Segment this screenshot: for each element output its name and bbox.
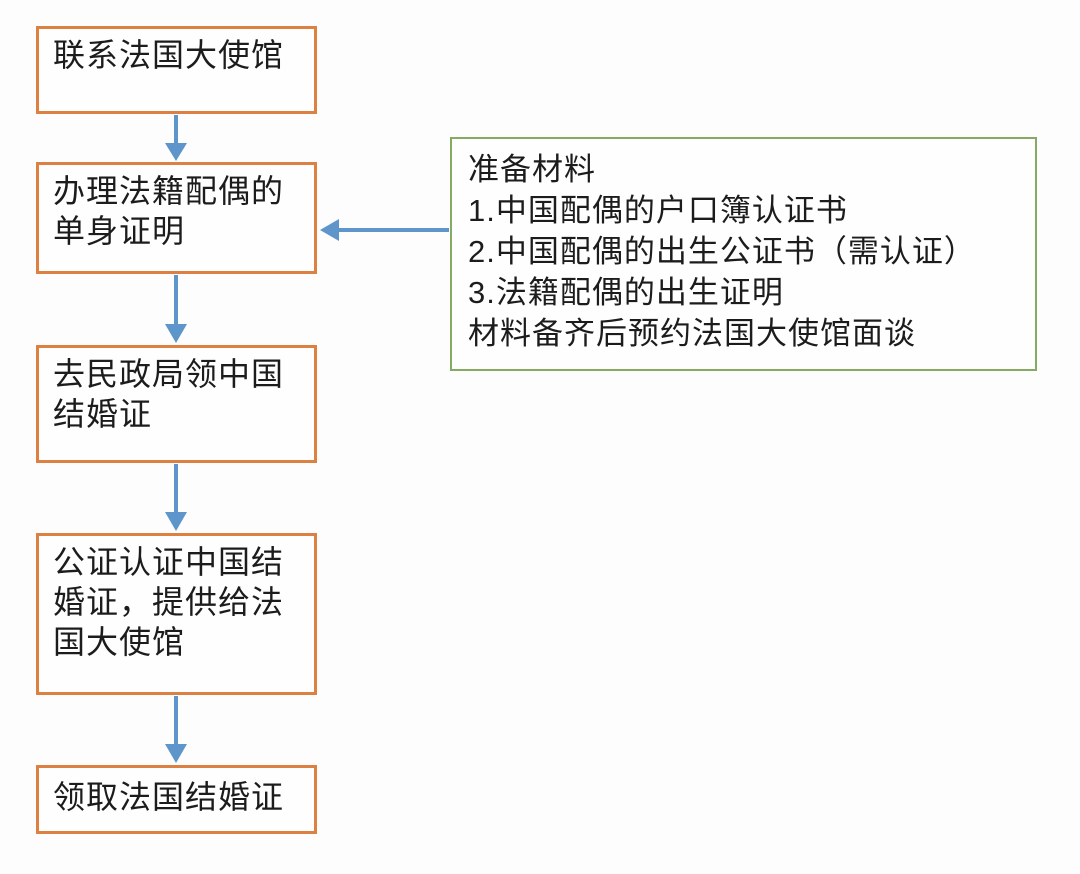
arrow-step1-to-step2-icon bbox=[165, 115, 187, 161]
note-footer: 材料备齐后预约法国大使馆面谈 bbox=[468, 316, 916, 351]
flow-step-notarize-marriage-cert: 公证认证中国结 婚证，提供给法 国大使馆 bbox=[36, 533, 317, 695]
step-text: 单身证明 bbox=[53, 213, 186, 249]
step-text: 婚证，提供给法 bbox=[53, 584, 285, 620]
step-text: 公证认证中国结 bbox=[53, 544, 285, 580]
step-text: 国大使馆 bbox=[53, 624, 186, 660]
note-item: 3.法籍配偶的出生证明 bbox=[468, 275, 784, 310]
note-title: 准备材料 bbox=[468, 152, 596, 187]
flow-step-contact-embassy: 联系法国大使馆 bbox=[36, 26, 317, 114]
note-item: 2.中国配偶的出生公证书（需认证） bbox=[468, 234, 976, 269]
materials-note-box: 准备材料 1.中国配偶的户口簿认证书 2.中国配偶的出生公证书（需认证） 3.法… bbox=[450, 137, 1037, 371]
flow-step-civil-affairs-marriage: 去民政局领中国 结婚证 bbox=[36, 345, 317, 463]
note-item: 1.中国配偶的户口簿认证书 bbox=[468, 193, 848, 228]
arrow-step2-to-step3-icon bbox=[165, 275, 187, 343]
step-text: 联系法国大使馆 bbox=[53, 37, 285, 73]
arrow-step4-to-step5-icon bbox=[165, 696, 187, 763]
step-text: 去民政局领中国 bbox=[53, 356, 285, 392]
step-text: 领取法国结婚证 bbox=[53, 779, 285, 815]
arrow-note-to-step2-icon bbox=[320, 219, 449, 241]
flow-step-single-certificate: 办理法籍配偶的 单身证明 bbox=[36, 162, 317, 274]
arrow-step3-to-step4-icon bbox=[165, 464, 187, 531]
step-text: 结婚证 bbox=[53, 396, 153, 432]
flow-step-receive-french-cert: 领取法国结婚证 bbox=[36, 765, 317, 834]
step-text: 办理法籍配偶的 bbox=[53, 173, 285, 209]
